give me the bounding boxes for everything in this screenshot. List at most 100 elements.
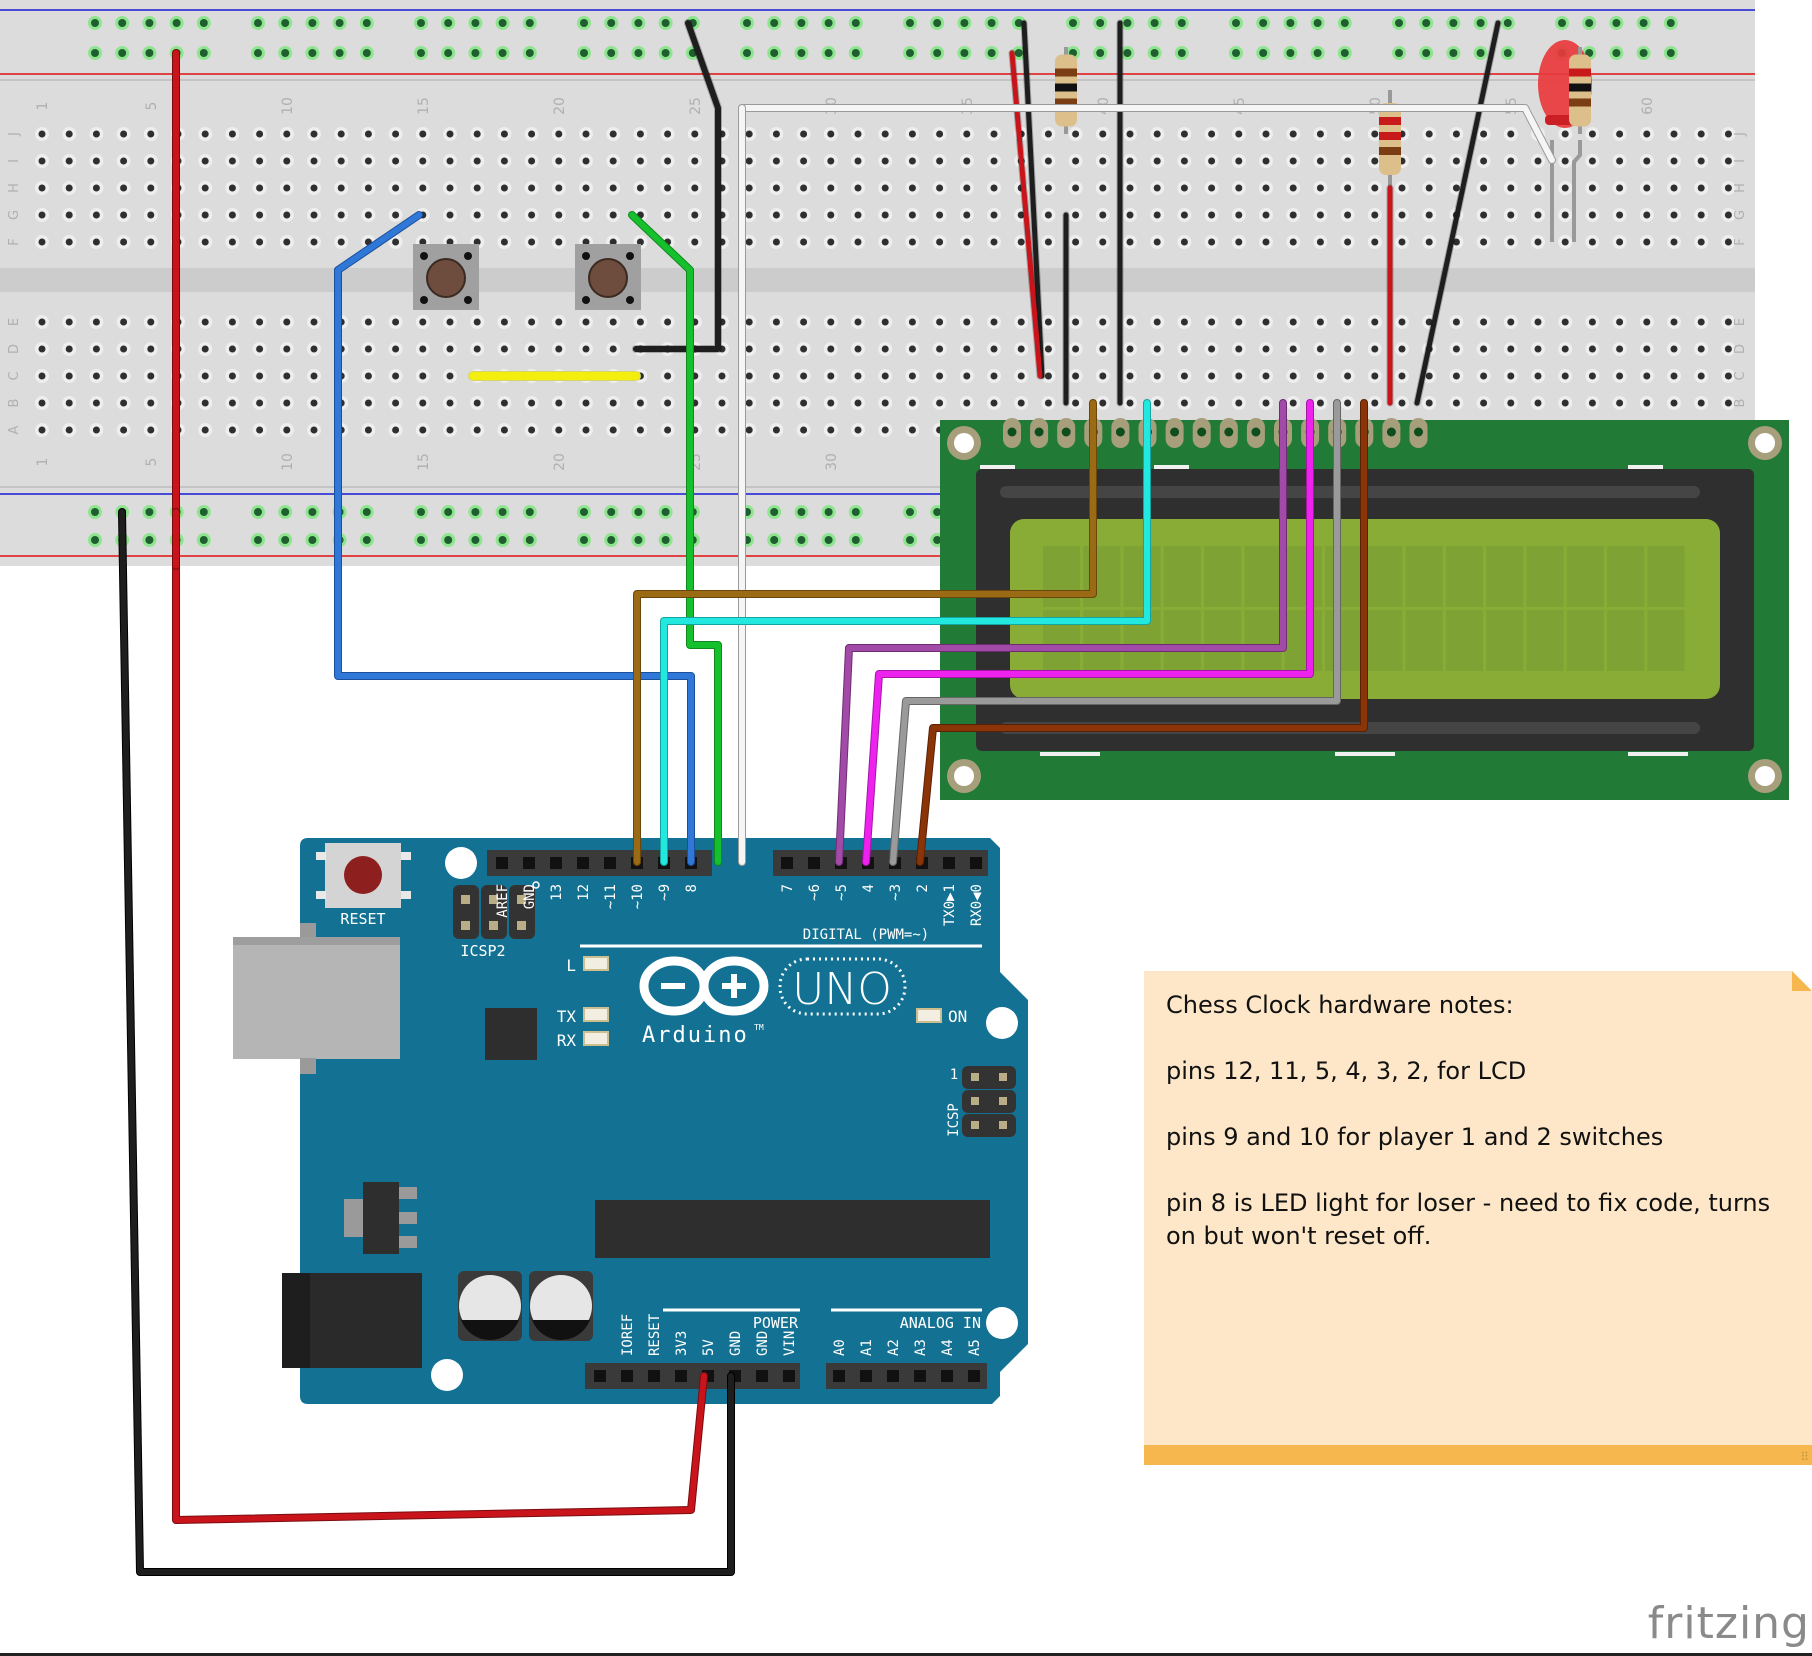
wire[interactable] (335, 212, 694, 865)
breadboard-hole-core (473, 399, 481, 407)
hardware-notes[interactable]: Chess Clock hardware notes: pins 12, 11,… (1144, 971, 1812, 1465)
rail-hole-core (471, 49, 480, 57)
pushbutton-cap[interactable] (588, 258, 628, 298)
header-pin[interactable] (675, 1370, 687, 1382)
breadboard-hole-core (337, 211, 345, 219)
breadboard[interactable]: 1155101015152020252530303535404045455050… (0, 0, 1755, 566)
rail-hole-core (1096, 19, 1105, 27)
header-pin[interactable] (756, 1370, 768, 1382)
header-pin[interactable] (594, 1370, 606, 1382)
rail-hole-core (281, 536, 290, 544)
lcd-cell (1163, 546, 1201, 607)
breadboard-hole-core (1208, 372, 1216, 380)
rail-hole-core (498, 19, 507, 27)
breadboard-hole-core (392, 399, 400, 407)
arduino-brand: Arduino (642, 1023, 749, 1048)
breadboard-hole-core (745, 399, 753, 407)
bottom-border (0, 1653, 1812, 1656)
l-led-label: L (566, 956, 576, 975)
breadboard-hole-core (827, 211, 835, 219)
breadboard-hole-core (283, 372, 291, 380)
wire[interactable] (863, 400, 1313, 865)
breadboard-hole-core (772, 238, 780, 246)
resistor[interactable] (1569, 47, 1591, 134)
breadboard-hole-core (228, 157, 236, 165)
note-text[interactable]: Chess Clock hardware notes: pins 12, 11,… (1166, 989, 1782, 1286)
wire[interactable] (917, 400, 1367, 865)
breadboard-hole-core (473, 184, 481, 192)
header-pin[interactable] (887, 1370, 899, 1382)
wire[interactable] (633, 20, 721, 352)
header-pin[interactable] (523, 857, 535, 869)
header-pin[interactable] (970, 857, 982, 869)
header-pin[interactable] (604, 857, 616, 869)
wire[interactable] (634, 400, 1096, 865)
wire[interactable] (739, 105, 1555, 163)
wire[interactable] (661, 400, 1150, 865)
wire[interactable] (173, 50, 707, 1523)
wire[interactable] (629, 212, 721, 865)
wire[interactable] (119, 509, 734, 1575)
breadboard-hole-core (1371, 211, 1379, 219)
header-pin[interactable] (577, 857, 589, 869)
wire[interactable] (890, 400, 1340, 865)
header-pin[interactable] (550, 857, 562, 869)
header-pin[interactable] (781, 857, 793, 869)
header-pin[interactable] (783, 1370, 795, 1382)
breadboard-parts[interactable] (413, 40, 1592, 310)
resistor-band (1379, 117, 1401, 125)
breadboard-hole-core (1153, 238, 1161, 246)
rail-hole-core (1286, 49, 1295, 57)
breadboard-hole-core (1697, 318, 1705, 326)
reset-button-cap[interactable] (344, 856, 382, 894)
breadboard-hole-core (500, 399, 508, 407)
breadboard-hole-core (528, 238, 536, 246)
wire[interactable] (1414, 20, 1501, 406)
pushbutton-screw (582, 296, 590, 304)
pushbutton[interactable] (575, 244, 641, 310)
resistor-band (1379, 132, 1401, 140)
header-pin[interactable] (943, 857, 955, 869)
breadboard-hole-core (1153, 372, 1161, 380)
analog-header (826, 1363, 987, 1389)
breadboard-hole-core (147, 372, 155, 380)
wire[interactable] (1021, 20, 1045, 379)
pushbutton[interactable] (413, 244, 479, 310)
rail-hole-core (1585, 49, 1594, 57)
rail-hole-core (199, 508, 208, 516)
header-pin[interactable] (496, 857, 508, 869)
breadboard-hole-core (1126, 318, 1134, 326)
pin-label: ~5 (834, 884, 850, 901)
arduino-uno-board[interactable]: RESET (233, 838, 1028, 1404)
breadboard-hole-core (310, 372, 318, 380)
resistor[interactable] (1055, 47, 1077, 134)
breadboard-hole-core (120, 130, 128, 138)
breadboard-hole-core (1262, 238, 1270, 246)
lcd-mount-hole-inner (1755, 766, 1775, 786)
resize-grip-icon[interactable]: ⠿ (1800, 1450, 1809, 1464)
uno-badge (778, 957, 907, 1016)
rail-hole-core (1014, 49, 1023, 57)
wire[interactable] (836, 400, 1286, 865)
header-pin[interactable] (914, 1370, 926, 1382)
resistor[interactable] (1379, 90, 1401, 188)
breadboard-hole-core (337, 238, 345, 246)
wires[interactable] (118, 19, 1556, 1576)
breadboard-hole-core (827, 157, 835, 165)
breadboard-hole-core (120, 211, 128, 219)
header-pin[interactable] (648, 1370, 660, 1382)
header-pin[interactable] (968, 1370, 980, 1382)
pin-label: 4 (861, 884, 877, 892)
header-pin[interactable] (941, 1370, 953, 1382)
header-pin[interactable] (621, 1370, 633, 1382)
pushbutton-cap[interactable] (426, 258, 466, 298)
header-pin[interactable] (833, 1370, 845, 1382)
breadboard-hole-core (1072, 399, 1080, 407)
header-pin[interactable] (808, 857, 820, 869)
reset-label: RESET (340, 910, 385, 928)
rail-hole-core (1612, 49, 1621, 57)
rail-hole-core (199, 536, 208, 544)
header-pin[interactable] (860, 1370, 872, 1382)
breadboard-hole-core (963, 184, 971, 192)
